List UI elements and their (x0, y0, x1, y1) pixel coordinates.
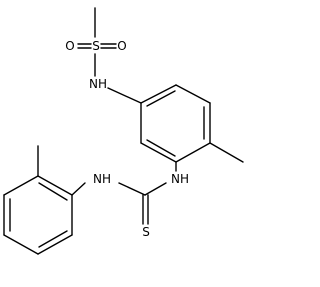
tolyl-bond-2 (3, 175, 39, 196)
tolyl-bond-5-inner (38, 230, 68, 248)
atom-labels: O S O NH NH NH S (65, 39, 189, 239)
bond-nitrogen-ring (107, 87, 142, 104)
tolyl-bond-4 (3, 234, 39, 255)
molecule-structure: O S O NH NH NH S (3, 7, 244, 255)
ring-bond-5-inner (146, 139, 176, 157)
sulfur-label-sulfonyl: S (92, 39, 100, 53)
thiourea-nh-label-right: NH (171, 172, 189, 186)
ring-bond-2 (175, 84, 211, 104)
tolyl-bond-1 (37, 175, 73, 196)
oxygen-label-right: O (117, 39, 126, 53)
tolyl-bond-1-inner (38, 182, 68, 201)
ring-bond-5 (140, 142, 177, 163)
bond-nitrogen-left-ring (71, 182, 86, 196)
bond-carbon-nitrogen-left (118, 182, 146, 196)
oxygen-label-left: O (65, 39, 74, 53)
bond-ring-methyl (209, 142, 244, 163)
bond-nitrogen-right-carbon (144, 182, 167, 196)
thiourea-nh-label-left: NH (93, 172, 111, 186)
sulfonamide-nh-label: NH (89, 77, 107, 91)
ring-bond-1 (140, 84, 177, 104)
tolyl-bond-5 (37, 234, 73, 255)
ring-bond-4 (175, 142, 211, 163)
ring-bond-1-inner (146, 90, 176, 107)
bonds (3, 7, 244, 255)
thiocarbonyl-sulfur-label: S (142, 225, 150, 239)
